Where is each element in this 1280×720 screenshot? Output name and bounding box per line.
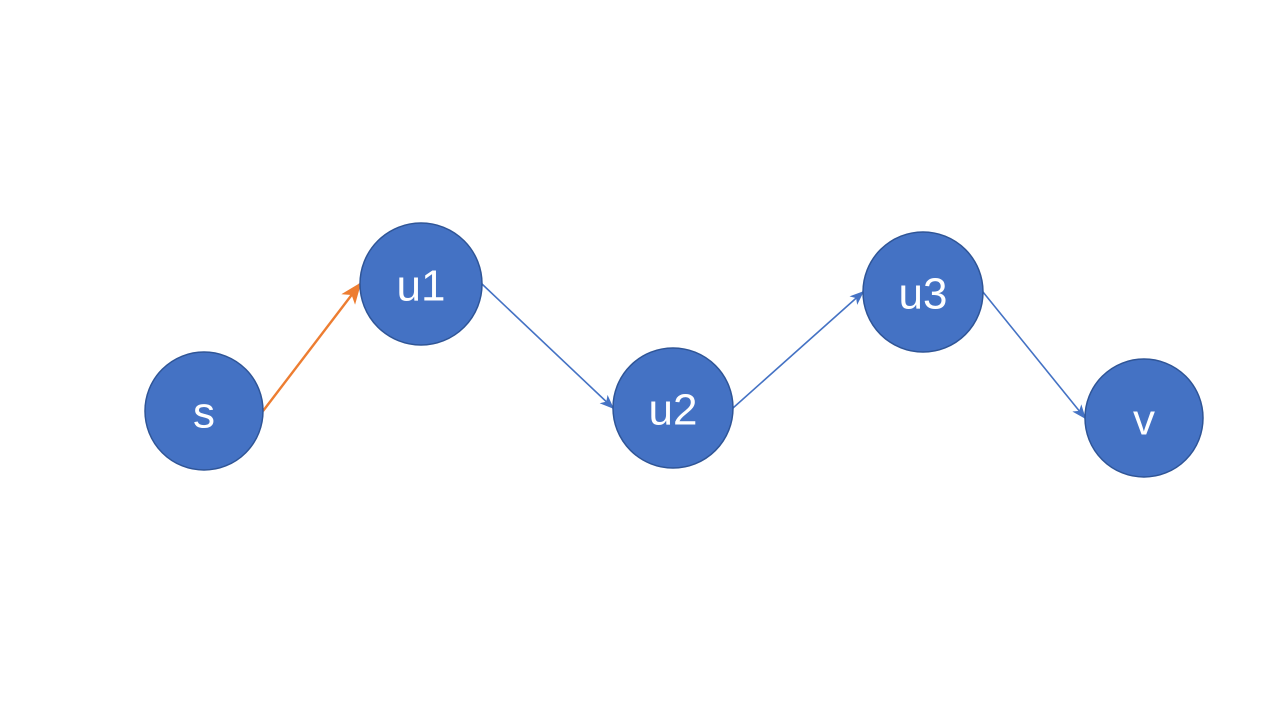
node-label-v: v [1133,395,1155,444]
node-v[interactable] [1084,358,1204,478]
edge-u2-u3[interactable] [732,291,865,409]
node-s[interactable] [144,351,264,471]
edge-u1-u2[interactable] [481,283,615,409]
node-u1[interactable] [359,222,483,346]
node-group-u2: u2 [612,347,734,469]
node-u2[interactable] [612,347,734,469]
node-group-u3: u3 [862,231,984,353]
node-label-u3: u3 [899,269,948,318]
node-label-u1: u1 [397,261,446,310]
node-group-u1: u1 [359,222,483,346]
node-group-s: s [144,351,264,471]
node-u3[interactable] [862,231,984,353]
node-group-v: v [1084,358,1204,478]
edge-u3-v[interactable] [982,291,1086,420]
edge-s-u1[interactable] [262,282,362,412]
node-label-u2: u2 [649,385,698,434]
node-label-s: s [193,388,215,437]
